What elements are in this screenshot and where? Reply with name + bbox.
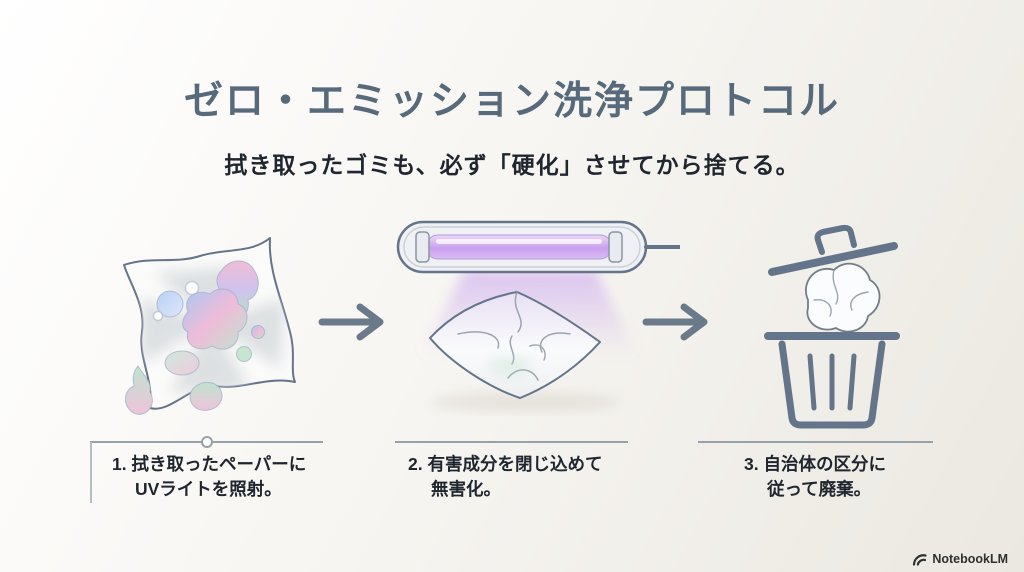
uv-lamp-illustration	[390, 216, 682, 416]
step2-caption-line2: 無害化。	[431, 479, 501, 499]
step2-caption: 2. 有害成分を閉じ込めて 無害化。	[408, 452, 602, 502]
stained-wipe-illustration	[100, 228, 315, 423]
arrow-right-icon	[316, 300, 392, 344]
subtitle: 拭き取ったゴミも、必ず「硬化」させてから捨てる。	[224, 152, 800, 178]
notebooklm-watermark: NotebookLM	[912, 552, 1008, 566]
step3-divider	[698, 441, 933, 443]
trash-bin-illustration	[742, 208, 922, 436]
arrow-right-icon	[640, 300, 716, 344]
step1-caption: 1. 拭き取ったペーパーに UVライトを照射。	[112, 452, 306, 502]
step3-caption-line1: 3. 自治体の区分に	[744, 454, 886, 474]
step1-caption-line1: 1. 拭き取ったペーパーに	[112, 454, 307, 474]
step3-caption-line2: 従って廃棄。	[767, 479, 872, 499]
brand-name: NotebookLM	[932, 552, 1008, 566]
step2-caption-line1: 2. 有害成分を閉じ込めて	[408, 454, 603, 474]
step2-divider	[395, 441, 628, 443]
step3-caption: 3. 自治体の区分に 従って廃棄。	[744, 452, 886, 502]
notebooklm-logo-icon	[912, 553, 927, 566]
step1-caption-line2: UVライトを照射。	[135, 479, 282, 499]
step1-divider	[90, 436, 323, 503]
divider-drop-line	[90, 442, 92, 503]
page-title: ゼロ・エミッション洗浄プロトコル	[183, 80, 840, 123]
step-marker-dot	[200, 436, 213, 448]
